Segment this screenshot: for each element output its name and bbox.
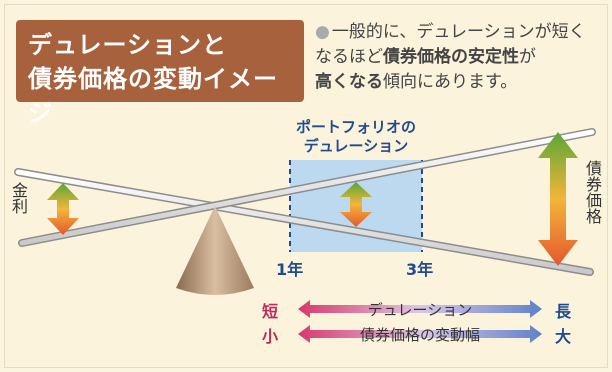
title-line-2: 債券価格の変動イメージ: [28, 65, 278, 127]
note-part-e: 高くなる: [315, 72, 383, 92]
tick-1yr: 1年: [276, 260, 304, 279]
bullet-icon: ●: [315, 22, 330, 42]
duration-box-label-1: ポートフォリオの: [295, 118, 416, 136]
note-part-d: が: [519, 47, 536, 67]
duration-arrow-icon: [340, 182, 372, 227]
bond-price-arrow-icon: [538, 132, 578, 266]
note-part-f: 傾向にあります。: [383, 72, 518, 92]
scale-large-label: 大: [555, 327, 572, 346]
note-part-a: 一般的に、デュレーションが短く: [331, 22, 586, 42]
scale-volatility-label: 債券価格の変動幅: [359, 326, 480, 344]
tick-3yr: 3年: [406, 260, 434, 279]
scale-small-label: 小: [262, 327, 279, 346]
scale-long-label: 長: [555, 302, 572, 321]
fulcrum-cone: [176, 206, 254, 295]
volatility-scale-arrow: [298, 325, 542, 343]
bond-price-label: 債券価格: [583, 160, 602, 224]
duration-box-label: ポートフォリオの デュレーション: [284, 118, 428, 156]
scale-short-label: 短: [262, 302, 279, 321]
note-part-c: 債券価格の安定性: [383, 47, 519, 67]
duration-box-label-2: デュレーション: [303, 137, 409, 155]
interest-arrow-icon: [47, 183, 79, 235]
duration-scale-arrow: [298, 300, 542, 318]
title-box: デュレーションと 債券価格の変動イメージ: [16, 20, 304, 127]
title-line-1: デュレーションと: [28, 31, 228, 59]
note-part-b: なるほど: [315, 47, 383, 67]
interest-rate-label: 金利: [9, 182, 28, 214]
note-text: ●一般的に、デュレーションが短く なるほど債券価格の安定性が 高くなる傾向にあり…: [315, 20, 605, 95]
scale-duration-label: デュレーション: [367, 301, 473, 319]
